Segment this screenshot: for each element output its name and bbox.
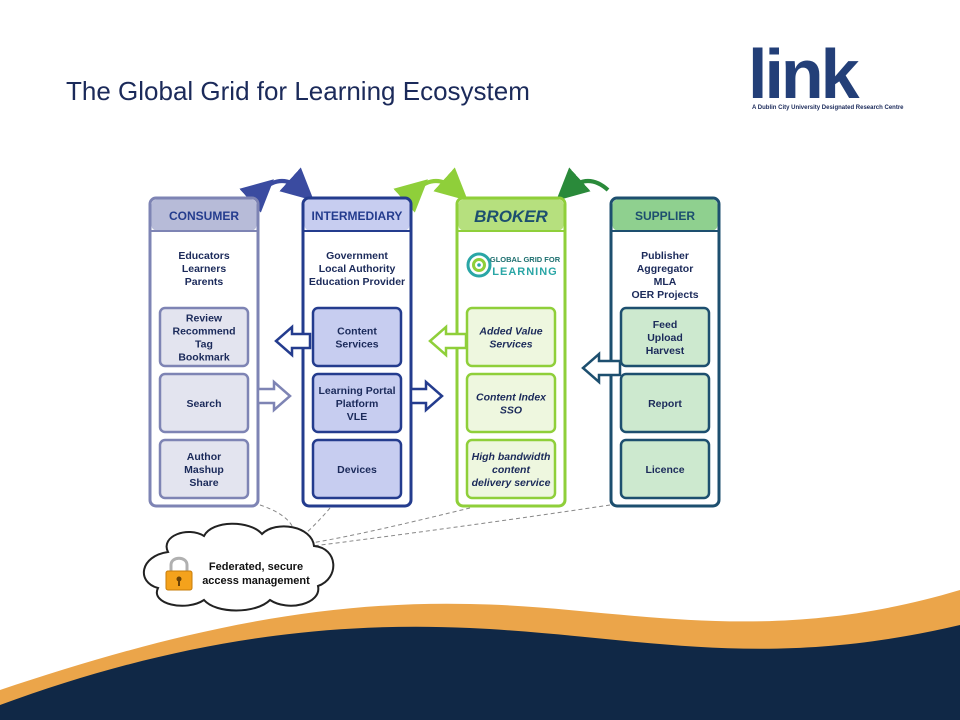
broker-logo-line-1: GLOBAL GRID FOR [490, 255, 561, 264]
intermediary-box-text: Content [337, 326, 377, 338]
consumer-to-intermediary-arrow [256, 379, 292, 413]
consumer-header-bg [151, 199, 257, 231]
cloud-line-2: access management [202, 575, 310, 587]
supplier-box [619, 372, 711, 434]
supplier-box [619, 438, 711, 500]
consumer-role: Educators [178, 250, 230, 262]
supplier-role: Publisher [641, 250, 689, 262]
consumer-role: Parents [185, 276, 224, 288]
supplier-header-bg [612, 199, 718, 231]
intermediary-broker-arrow [393, 167, 468, 213]
broker-box-text: content [492, 464, 530, 476]
intermediary-header-bg [304, 199, 410, 231]
cloud-line-1: Federated, secure [209, 561, 303, 573]
consumer-box [158, 306, 250, 368]
flow-arrows [256, 324, 622, 413]
supplier-broker-arrow [556, 167, 610, 201]
consumer-box-text: Author [187, 451, 221, 463]
consumer-box-text: Recommend [172, 326, 235, 338]
consumer-column: CONSUMER EducatorsLearnersParentsReviewRe… [148, 196, 260, 508]
intermediary-to-consumer-arrow [274, 324, 312, 358]
supplier-to-broker-arrow [581, 351, 622, 385]
supplier-role: OER Projects [631, 289, 698, 301]
intermediary-box-text: Learning Portal [318, 385, 395, 397]
supplier-box-text: Harvest [646, 345, 685, 357]
broker-box-text: Added Value [478, 326, 542, 338]
intermediary-box-text: VLE [347, 411, 367, 423]
intermediary-box-text: Platform [336, 398, 379, 410]
consumer-intermediary-arrow [239, 167, 314, 213]
consumer-box-text: Bookmark [178, 352, 230, 364]
supplier-role: MLA [654, 276, 677, 288]
intermediary-box [311, 306, 403, 368]
consumer-role: Learners [182, 263, 227, 275]
intermediary-box [311, 372, 403, 434]
intermediary-box-text: Devices [337, 464, 377, 476]
consumer-box-text: Search [186, 398, 221, 410]
logo-wordmark: link [748, 35, 860, 113]
supplier-box [619, 306, 711, 368]
broker-box-text: High bandwidth [472, 451, 551, 463]
broker-column: BROKER GLOBAL GRID FOR LEARNING Added Value… [455, 196, 567, 508]
supplier-box-text: Upload [647, 332, 683, 344]
intermediary-header: INTERMEDIARY [312, 209, 403, 223]
intermediary-box-text: Services [335, 339, 378, 351]
supplier-header: SUPPLIER [635, 209, 695, 223]
consumer-box-text: Review [186, 313, 223, 325]
consumer-box-text: Tag [195, 339, 213, 351]
access-management-cloud: Federated, secure access management [142, 522, 335, 612]
broker-logo-line-2: LEARNING [492, 266, 557, 278]
padlock-icon [165, 556, 193, 591]
broker-header: BROKER [474, 207, 548, 226]
consumer-box-text: Share [189, 477, 218, 489]
cloud-connector-lines [259, 504, 611, 548]
supplier-role: Aggregator [637, 263, 694, 275]
broker-box-text: delivery service [472, 477, 551, 489]
broker-box [465, 438, 557, 500]
intermediary-role: Government [326, 250, 388, 262]
broker-box [465, 372, 557, 434]
broker-box-text: Services [489, 339, 532, 351]
supplier-box-text: Licence [645, 464, 684, 476]
consumer-box [158, 372, 250, 434]
intermediary-to-broker-arrow [409, 379, 444, 413]
navy-wave [0, 625, 960, 720]
link-logo: link A Dublin City University Designated… [748, 35, 908, 120]
consumer-box-text: Mashup [184, 464, 224, 476]
consumer-box [158, 438, 250, 500]
intermediary-role: Education Provider [309, 276, 405, 288]
broker-box-text: SSO [500, 405, 522, 417]
global-grid-logo: GLOBAL GRID FOR LEARNING [466, 252, 561, 278]
logo-tagline: A Dublin City University Designated Rese… [752, 105, 904, 111]
page-title: The Global Grid for Learning Ecosystem [66, 76, 530, 106]
consumer-header: CONSUMER [169, 209, 239, 223]
broker-box-text: Content Index [476, 392, 547, 404]
broker-header-bg [458, 199, 564, 231]
supplier-box-text: Feed [653, 319, 678, 331]
intermediary-box [311, 438, 403, 500]
broker-to-intermediary-arrow [428, 324, 468, 358]
supplier-box-text: Report [648, 398, 682, 410]
intermediary-role: Local Authority [319, 263, 396, 275]
